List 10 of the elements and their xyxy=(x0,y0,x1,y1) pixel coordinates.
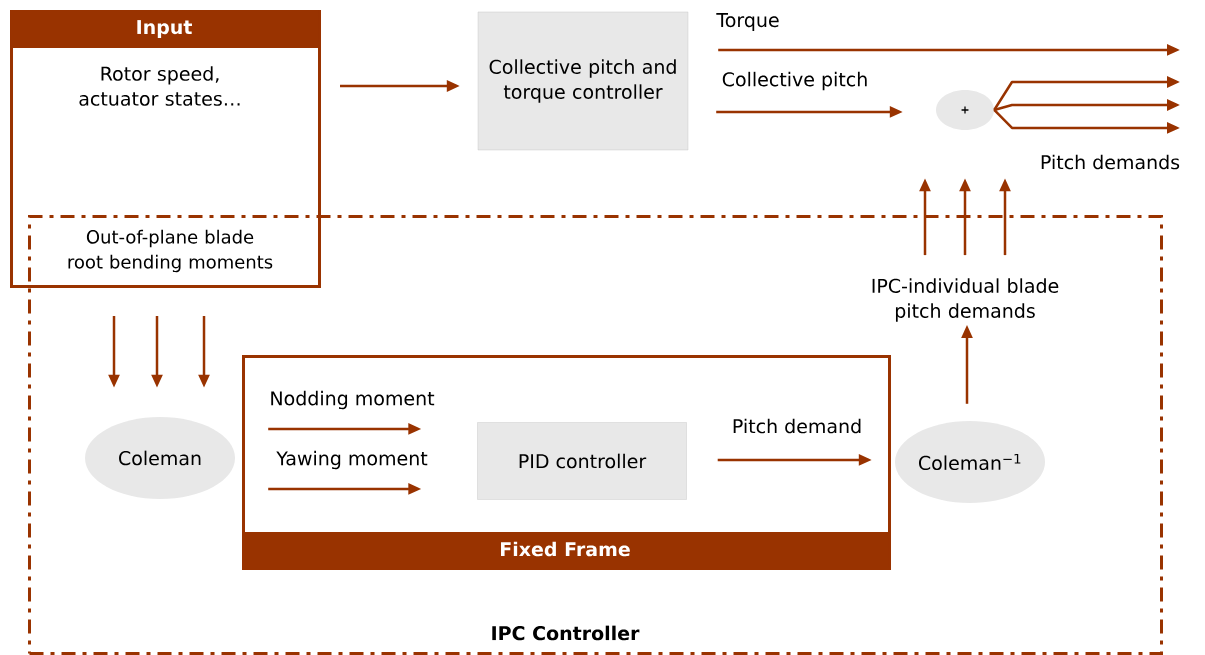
edge-label: Collective pitch xyxy=(720,70,870,92)
text-label: Pitch demands xyxy=(1041,154,1180,170)
edge-label: Nodding moment xyxy=(268,389,436,411)
edge-label: Torque xyxy=(715,12,781,32)
controller-box: PID controller xyxy=(477,422,687,500)
input-box: Input Rotor speed, actuator states… Out-of-plane blade root bending moments xyxy=(10,10,321,288)
edge-label: Yawing moment xyxy=(275,449,429,471)
block-text: IPC-individual blade pitch demands xyxy=(872,278,1059,322)
edge-label: Pitch demand xyxy=(730,417,864,435)
controller-box: Collective pitch and torque controller xyxy=(477,11,689,151)
